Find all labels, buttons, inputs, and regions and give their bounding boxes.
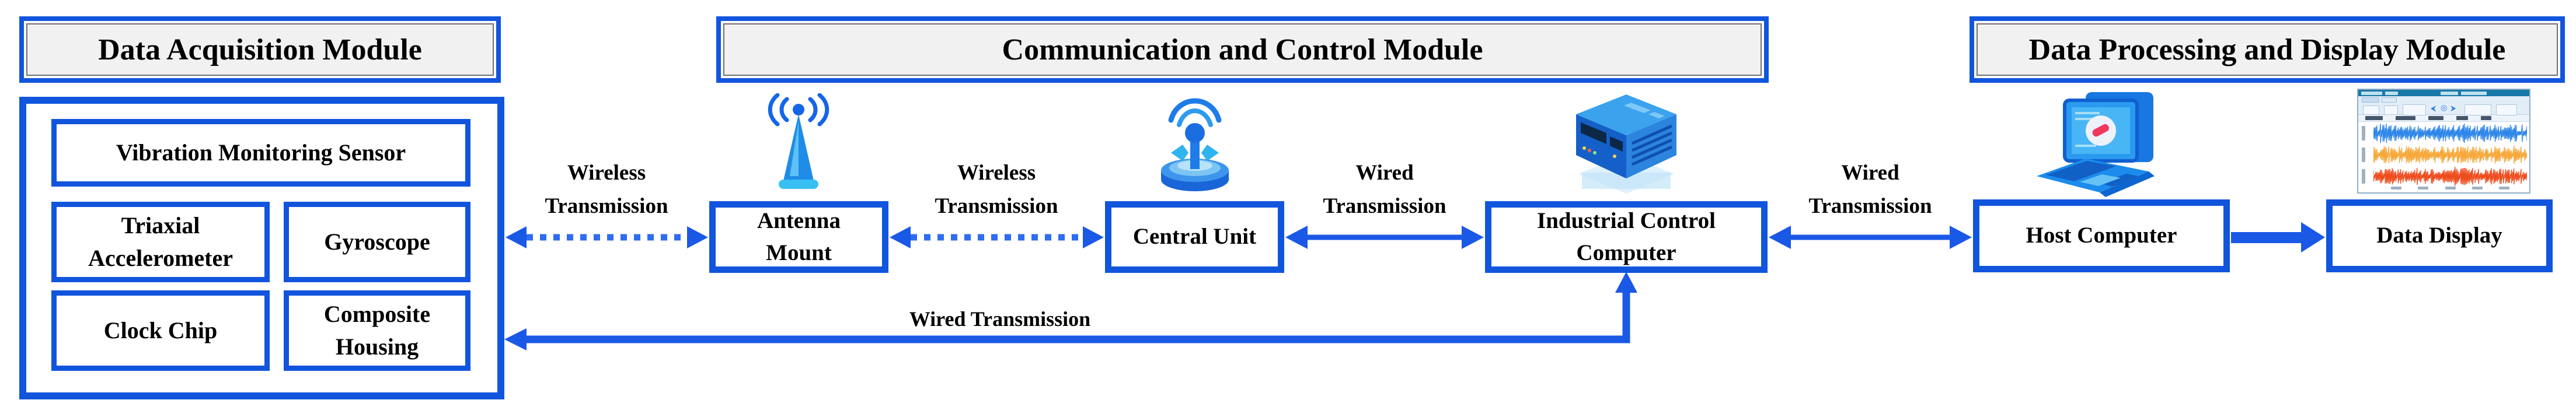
host-to-display-arrow: [2231, 222, 2325, 252]
label-wired-transmission-2: Wired Transmission: [1808, 161, 1932, 219]
daq-component-vibration-sensor: Vibration Monitoring Sensor: [51, 119, 470, 187]
component-label: Clock Chip: [103, 317, 218, 343]
waveform-software-screenshot: ⮜ ◎ ⮞: [2357, 89, 2530, 194]
module-title: Data Processing and Display Module: [1977, 23, 2558, 76]
daq-component-clock-chip: Clock Chip: [51, 290, 270, 371]
module-header-data-processing-display: Data Processing and Display Module: [1970, 16, 2565, 83]
laptop-computer-icon: [2028, 89, 2163, 197]
module-header-data-acquisition: Data Acquisition Module: [19, 16, 501, 83]
screenshot-plot-area: [2358, 122, 2529, 192]
node-central-unit: Central Unit: [1105, 201, 1284, 273]
antenna-tower-icon: [758, 93, 839, 199]
node-label: Industrial Control Computer: [1537, 208, 1716, 265]
industrial-computer-icon: [1562, 86, 1690, 199]
node-data-display: Data Display: [2326, 199, 2553, 272]
daq-component-composite-housing: Composite Housing: [284, 290, 470, 371]
component-label: Composite Housing: [323, 301, 431, 360]
waveform-path: [2373, 145, 2527, 164]
daq-component-triaxial-accelerometer: Triaxial Accelerometer: [51, 202, 270, 282]
node-label: Data Display: [2376, 223, 2502, 248]
node-antenna-mount: Antenna Mount: [709, 201, 888, 273]
label-wired-transmission-1: Wired Transmission: [1323, 161, 1446, 219]
screenshot-toolbar: ⮜ ◎ ⮞: [2358, 96, 2529, 116]
waveform-path: [2373, 167, 2527, 186]
waveform-path: [2373, 124, 2527, 143]
screenshot-column-headers: [2358, 115, 2529, 122]
wired-link-2-arrow: [1769, 226, 1972, 249]
node-label: Central Unit: [1132, 224, 1257, 250]
label-wireless-transmission-1: Wireless Transmission: [545, 161, 668, 219]
wired-link-1-arrow: [1285, 226, 1484, 249]
wireless-link-1-arrow: [506, 226, 708, 248]
next-arrow-glyph: ⮞: [2450, 104, 2456, 114]
wired-feedback-arrow: [504, 272, 1637, 350]
waveform-strip-red: [2362, 167, 2527, 186]
screenshot-titlebar: [2358, 90, 2529, 97]
module-title: Communication and Control Module: [723, 23, 1762, 76]
component-label: Gyroscope: [324, 229, 430, 255]
wireless-link-2-arrow: [890, 226, 1104, 248]
label-wired-transmission-feedback: Wired Transmission: [909, 307, 1091, 331]
node-host-computer: Host Computer: [1973, 199, 2230, 272]
radio-transmitter-icon: [1151, 89, 1239, 198]
module-header-communication-control: Communication and Control Module: [716, 16, 1769, 83]
node-label: Host Computer: [2026, 223, 2177, 248]
module-title: Data Acquisition Module: [26, 23, 494, 76]
waveform-strip-orange: [2362, 145, 2527, 164]
screenshot-x-axis-ticks: [2373, 186, 2527, 191]
circle-glyph: ◎: [2441, 104, 2448, 113]
component-label: Vibration Monitoring Sensor: [116, 139, 406, 166]
component-label: Triaxial Accelerometer: [88, 212, 233, 271]
prev-arrow-glyph: ⮜: [2431, 104, 2436, 114]
node-industrial-control-computer: Industrial Control Computer: [1485, 201, 1768, 273]
label-wireless-transmission-2: Wireless Transmission: [935, 161, 1058, 219]
node-label: Antenna Mount: [757, 208, 841, 265]
daq-component-gyroscope: Gyroscope: [284, 202, 470, 282]
waveform-strip-blue: [2362, 124, 2527, 143]
